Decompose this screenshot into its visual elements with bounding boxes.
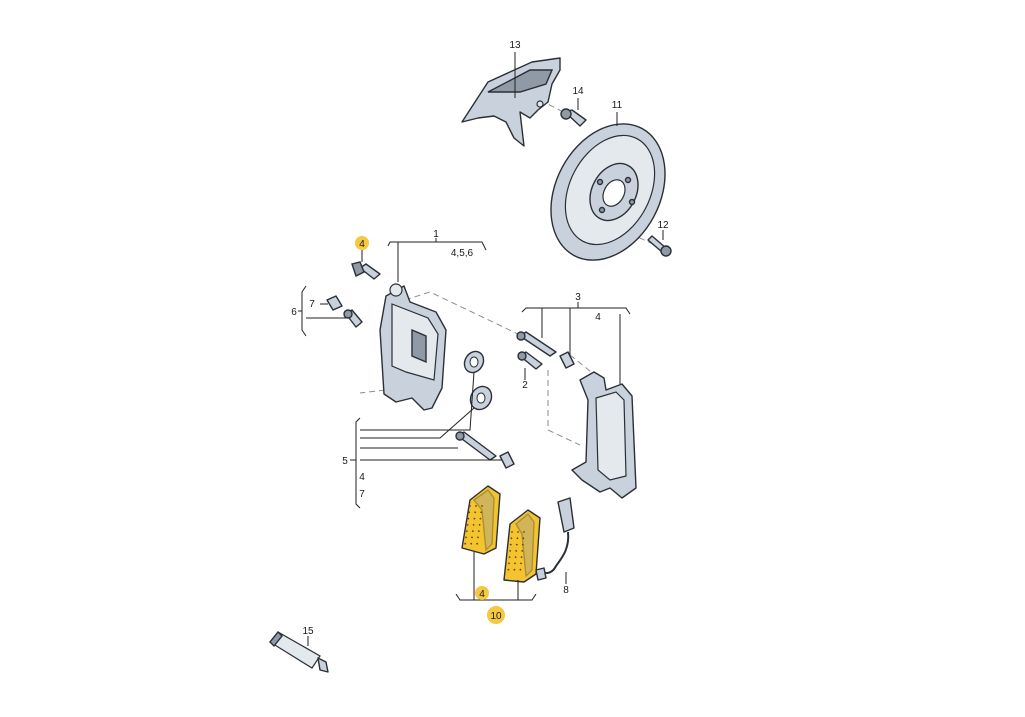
piston-seal-upper[interactable]: [461, 348, 488, 376]
label-15[interactable]: 15: [302, 626, 314, 637]
label-4-pads[interactable]: 4: [479, 589, 485, 600]
shield-bolt[interactable]: [560, 108, 587, 127]
guide-boot[interactable]: [499, 451, 515, 469]
brake-caliper[interactable]: [379, 283, 447, 411]
brake-pad-inner[interactable]: [461, 485, 501, 555]
brake-carrier[interactable]: [571, 371, 637, 499]
part-labels: 13 14 11 12 4 1 4,5,6 6 7 3 4 2 5 4 7 4 …: [291, 40, 669, 637]
label-5[interactable]: 5: [342, 456, 348, 467]
highlight-marker-pads-4: [475, 586, 489, 600]
guide-pin[interactable]: [455, 431, 497, 461]
piston-seal-lower[interactable]: [466, 383, 495, 414]
guide-sleeve[interactable]: [559, 351, 575, 369]
pad-outer-texture: [507, 531, 525, 571]
label-1[interactable]: 1: [433, 229, 439, 240]
pad-inner-texture: [464, 505, 483, 545]
label-1-sub: 4,5,6: [451, 248, 474, 259]
label-14[interactable]: 14: [572, 86, 584, 97]
label-7[interactable]: 7: [309, 299, 315, 310]
guide-bolt-long[interactable]: [516, 331, 557, 357]
bleeder-screw[interactable]: [343, 309, 363, 328]
label-10[interactable]: 10: [490, 611, 502, 622]
label-5-sub-b: 7: [359, 489, 365, 500]
grease-tube[interactable]: [269, 630, 329, 673]
brake-disc[interactable]: [528, 104, 687, 280]
splash-shield[interactable]: [461, 57, 561, 147]
label-12[interactable]: 12: [657, 220, 669, 231]
highlight-markers: [355, 236, 505, 624]
label-2[interactable]: 2: [522, 380, 528, 391]
label-8[interactable]: 8: [563, 585, 569, 596]
disc-screw[interactable]: [647, 235, 672, 257]
label-3[interactable]: 3: [575, 292, 581, 303]
label-4-bolt[interactable]: 4: [359, 239, 365, 250]
label-6[interactable]: 6: [291, 307, 297, 318]
brake-pad-outer[interactable]: [503, 509, 541, 583]
label-5-sub-a: 4: [359, 472, 365, 483]
highlight-marker-bolt: [355, 236, 369, 250]
label-13[interactable]: 13: [509, 40, 521, 51]
highlight-marker-pads-10: [487, 606, 505, 624]
label-11[interactable]: 11: [612, 100, 623, 111]
label-3-sub: 4: [595, 312, 601, 323]
wear-sensor[interactable]: [535, 497, 575, 581]
carrier-bolt[interactable]: [517, 351, 543, 370]
leader-lines: [298, 52, 664, 646]
bleeder-cap[interactable]: [326, 295, 343, 311]
caliper-bolt[interactable]: [351, 261, 381, 280]
